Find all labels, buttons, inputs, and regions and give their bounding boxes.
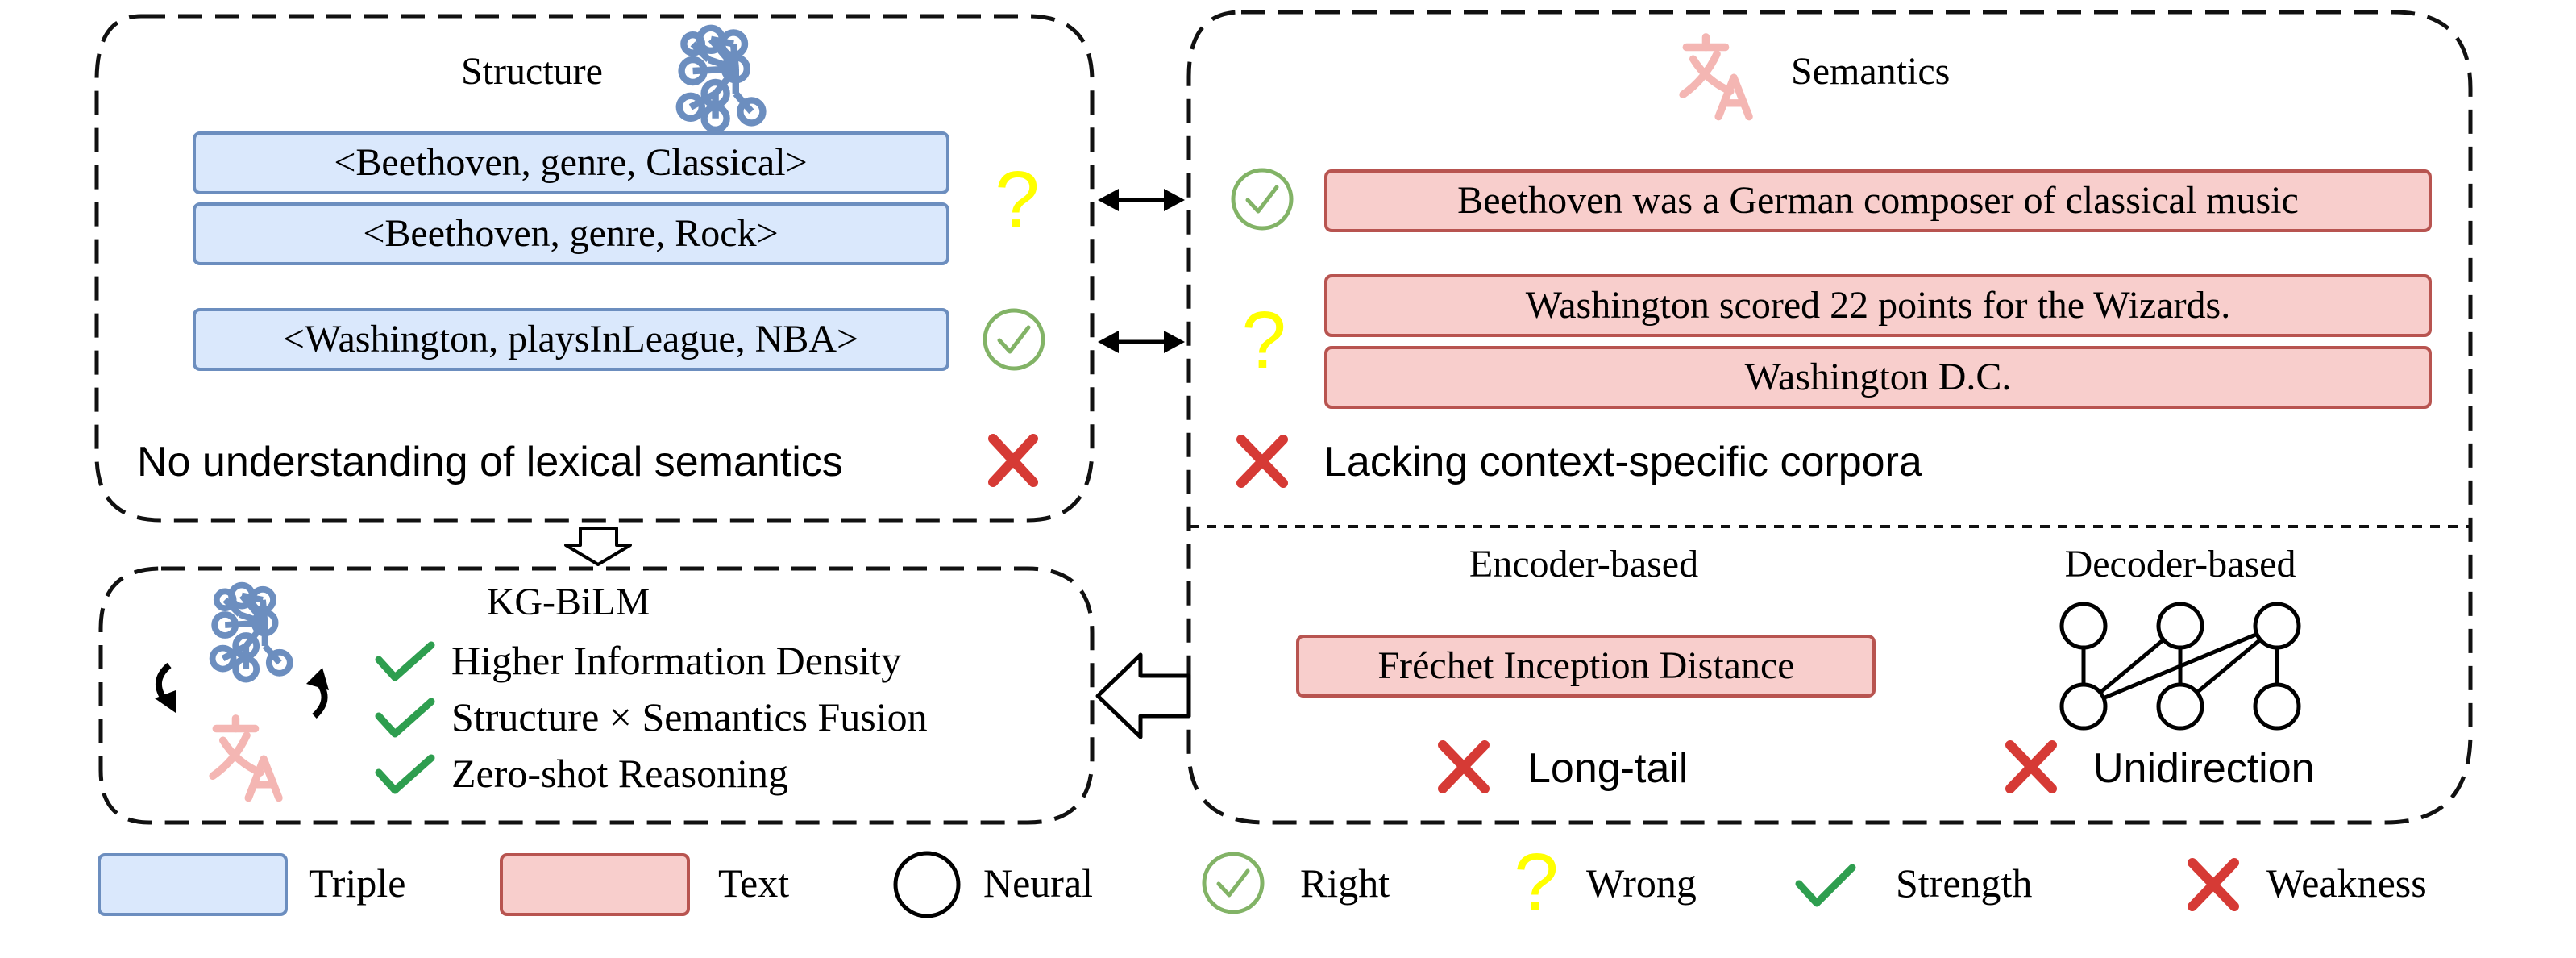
kgbilm-title: KG-BiLM xyxy=(487,581,650,623)
translate-icon xyxy=(213,718,279,798)
double-arrow xyxy=(1098,331,1185,353)
text-box xyxy=(1324,346,2432,409)
check-circle-icon xyxy=(1202,852,1265,914)
question-mark-icon: ? xyxy=(1241,295,1286,385)
legend-neural-label: Neural xyxy=(983,860,1093,906)
triple-box xyxy=(193,308,949,371)
semantics-title: Semantics xyxy=(1791,50,1950,93)
decoder-weakness-text: Unidirection xyxy=(2093,745,2315,792)
decoder-title: Decoder-based xyxy=(2065,543,2296,585)
check-circle-icon xyxy=(1231,168,1294,231)
encoder-weakness-text: Long-tail xyxy=(1527,745,1688,792)
text-snippet: Washington scored 22 points for the Wiza… xyxy=(1526,284,2230,327)
knowledge-graph-icon xyxy=(213,585,290,680)
down-arrow xyxy=(564,527,632,566)
curved-arrow-icon xyxy=(306,668,329,718)
legend-wrong-label: Wrong xyxy=(1586,860,1697,906)
legend-strength-label: Strength xyxy=(1896,860,2032,906)
strength-text: Structure × Semantics Fusion xyxy=(451,694,928,739)
kgbilm-panel xyxy=(98,566,1095,825)
triple-box xyxy=(193,202,949,265)
strength-text: Zero-shot Reasoning xyxy=(451,751,788,796)
semantics-weakness-text: Lacking context-specific corpora xyxy=(1323,439,1922,485)
cross-icon xyxy=(2005,740,2057,793)
structure-weakness-text: No understanding of lexical semantics xyxy=(137,439,843,485)
cross-icon xyxy=(1236,435,1288,488)
cross-icon xyxy=(988,434,1038,487)
structure-title: Structure xyxy=(461,50,603,93)
curved-arrow-icon xyxy=(155,662,176,713)
text-box xyxy=(1296,635,1876,698)
triple-text: <Washington, playsInLeague, NBA> xyxy=(283,318,858,360)
semantics-panel xyxy=(1186,10,2473,825)
check-circle-icon xyxy=(983,308,1045,371)
legend-text-swatch xyxy=(500,853,690,916)
encoder-title: Encoder-based xyxy=(1469,543,1698,585)
text-box xyxy=(1324,169,2432,232)
cross-icon xyxy=(2188,858,2239,911)
triple-text: <Beethoven, genre, Rock> xyxy=(363,212,778,255)
translate-icon xyxy=(1683,37,1749,117)
text-box xyxy=(1324,274,2432,337)
legend-neural-swatch xyxy=(893,851,961,918)
text-snippet: Beethoven was a German composer of class… xyxy=(1457,179,2299,222)
checkmark-icon xyxy=(375,641,435,681)
legend-triple-swatch xyxy=(98,853,288,916)
knowledge-graph-icon xyxy=(679,28,763,130)
legend: Triple Text Neural Right ? Wrong Strengt… xyxy=(98,837,2427,927)
legend-triple-label: Triple xyxy=(309,860,405,906)
strength-text: Higher Information Density xyxy=(451,638,901,683)
text-snippet: Fréchet Inception Distance xyxy=(1377,644,1794,687)
checkmark-icon xyxy=(375,754,435,794)
double-arrow xyxy=(1098,189,1185,211)
checkmark-icon xyxy=(375,698,435,738)
text-snippet: Washington D.C. xyxy=(1745,356,2012,398)
cross-icon xyxy=(1438,740,1490,793)
legend-weakness-label: Weakness xyxy=(2266,860,2427,906)
triple-box xyxy=(193,131,949,194)
triple-text: <Beethoven, genre, Classical> xyxy=(334,141,807,184)
neural-network-icon xyxy=(2059,602,2301,731)
left-arrow xyxy=(1095,652,1191,739)
structure-panel xyxy=(94,14,1095,523)
legend-right-label: Right xyxy=(1300,860,1390,906)
legend-text-label: Text xyxy=(718,860,789,906)
checkmark-icon xyxy=(1795,864,1856,907)
question-mark-icon: ? xyxy=(995,155,1040,245)
question-mark-icon: ? xyxy=(1514,837,1559,927)
